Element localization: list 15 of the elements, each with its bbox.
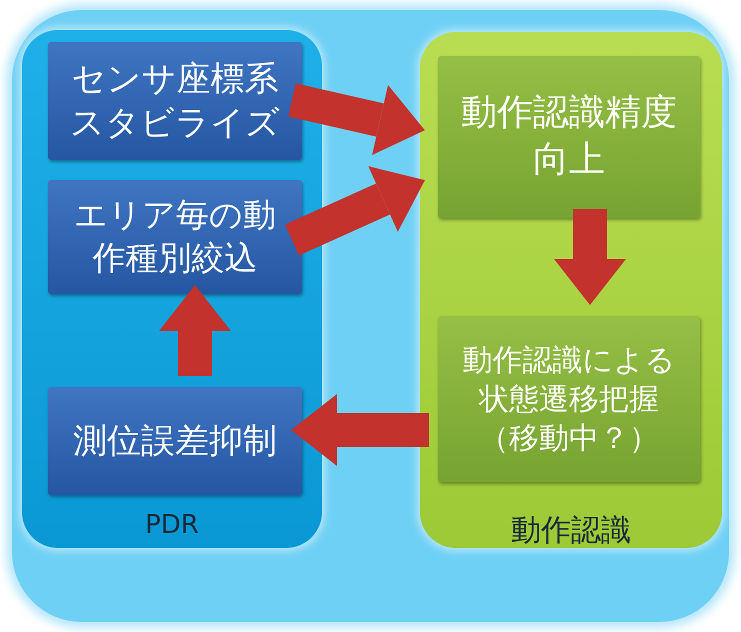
block-arrow (159, 285, 231, 376)
rounded-panel (22, 30, 322, 548)
block-arrow (291, 394, 429, 466)
block-arrow (554, 209, 626, 305)
panel-label: 動作認識 (511, 512, 631, 550)
process-box: 測位誤差抑制 (48, 387, 302, 495)
rounded-panel (12, 10, 729, 622)
process-box: センサ座標系スタビライズ (48, 42, 302, 160)
block-arrow (288, 83, 425, 156)
block-arrow (285, 166, 425, 256)
rounded-panel (420, 32, 722, 548)
process-box: 動作認識精度向上 (438, 56, 700, 218)
panel-label: PDR (145, 510, 199, 540)
process-box: エリア毎の動作種別絞込 (48, 180, 302, 294)
process-box: 動作認識による状態遷移把握（移動中？） (438, 316, 700, 482)
